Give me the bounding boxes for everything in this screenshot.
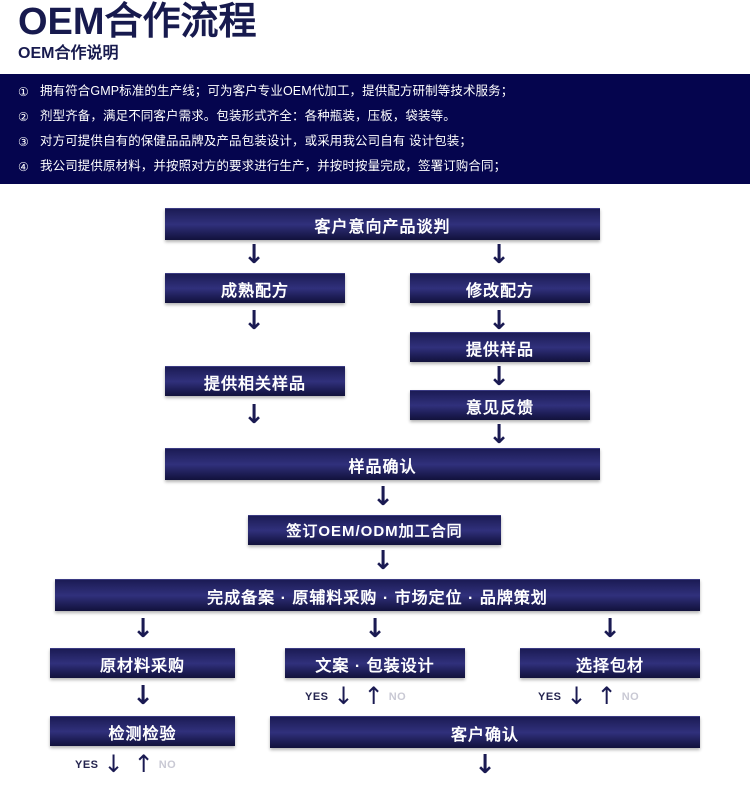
yes-label: YES — [75, 759, 99, 771]
description-item: ② 剂型齐备，满足不同客户需求。包装形式齐全：各种瓶装，压板，袋装等。 — [0, 107, 750, 132]
flow-node-sample-confirm[interactable]: 样品确认 — [165, 448, 600, 480]
arrow-down-icon: ↓ — [243, 306, 265, 336]
list-number-icon: ③ — [18, 135, 29, 149]
flow-node-modify-formula[interactable]: 修改配方 — [410, 273, 590, 303]
arrow-down-icon: ↓ — [364, 614, 386, 644]
arrow-up-icon: ↑ — [363, 682, 384, 710]
page-header: OEM合作流程 OEM合作说明 — [0, 0, 750, 72]
arrow-down-icon: ↓ — [372, 482, 394, 512]
description-item-text: 我公司提供原材料，并按照对方的要求进行生产，并按时按量完成，签署订购合同； — [40, 159, 507, 173]
flow-node-negotiation[interactable]: 客户意向产品谈判 — [165, 208, 600, 240]
description-item: ③ 对方可提供自有的保健品品牌及产品包装设计，或采用我公司自有 设计包装； — [0, 132, 750, 157]
arrow-up-icon: ↑ — [596, 682, 617, 710]
flow-node-raw-material-purchase[interactable]: 原材料采购 — [50, 648, 235, 678]
flow-node-provide-related-sample[interactable]: 提供相关样品 — [165, 366, 345, 396]
description-item: ① 拥有符合GMP标准的生产线；可为客户专业OEM代加工，提供配方研制等技术服务… — [0, 82, 750, 107]
arrow-down-icon: ↓ — [103, 750, 124, 778]
flow-node-inspection[interactable]: 检测检验 — [50, 716, 235, 746]
arrow-down-icon: ↓ — [488, 420, 510, 450]
flow-node-provide-sample[interactable]: 提供样品 — [410, 332, 590, 362]
description-item-text: 剂型齐备，满足不同客户需求。包装形式齐全：各种瓶装，压板，袋装等。 — [40, 109, 456, 123]
arrow-down-icon: ↓ — [372, 546, 394, 576]
arrow-down-icon: ↓ — [474, 750, 496, 780]
flow-node-sign-contract[interactable]: 签订OEM/ODM加工合同 — [248, 515, 501, 545]
description-item-text: 拥有符合GMP标准的生产线；可为客户专业OEM代加工，提供配方研制等技术服务； — [40, 84, 514, 98]
arrow-down-icon: ↓ — [243, 400, 265, 430]
flow-node-select-packaging[interactable]: 选择包材 — [520, 648, 700, 678]
list-number-icon: ① — [18, 85, 29, 99]
flow-node-feedback[interactable]: 意见反馈 — [410, 390, 590, 420]
arrow-down-icon: ↓ — [488, 362, 510, 392]
yes-label: YES — [305, 691, 329, 703]
flow-node-filing-row[interactable]: 完成备案 · 原辅料采购 · 市场定位 · 品牌策划 — [55, 579, 700, 611]
arrow-down-icon: ↓ — [243, 240, 265, 270]
no-label: NO — [388, 691, 407, 703]
oem-description-panel: ① 拥有符合GMP标准的生产线；可为客户专业OEM代加工，提供配方研制等技术服务… — [0, 74, 750, 184]
flow-node-customer-confirm[interactable]: 客户确认 — [270, 716, 700, 748]
arrow-down-icon: ↓ — [132, 681, 154, 711]
yes-no-decision-inspection: YES ↓ ↑ NO — [75, 752, 176, 778]
yes-no-decision-copy-design: YES ↓ ↑ NO — [305, 684, 406, 710]
arrow-down-icon: ↓ — [566, 682, 587, 710]
list-number-icon: ④ — [18, 160, 29, 174]
page-title: OEM合作流程 — [18, 1, 257, 43]
oem-process-flowchart: 客户意向产品谈判 ↓ ↓ 成熟配方 修改配方 ↓ ↓ 提供样品 提供相关样品 ↓… — [0, 184, 750, 800]
page-subtitle: OEM合作说明 — [18, 45, 119, 62]
arrow-down-icon: ↓ — [599, 614, 621, 644]
arrow-down-icon: ↓ — [488, 240, 510, 270]
description-item: ④ 我公司提供原材料，并按照对方的要求进行生产，并按时按量完成，签署订购合同； — [0, 157, 750, 182]
arrow-down-icon: ↓ — [333, 682, 354, 710]
description-item-text: 对方可提供自有的保健品品牌及产品包装设计，或采用我公司自有 设计包装； — [40, 134, 472, 148]
flow-node-mature-formula[interactable]: 成熟配方 — [165, 273, 345, 303]
yes-no-decision-select-packaging: YES ↓ ↑ NO — [538, 684, 639, 710]
arrow-up-icon: ↑ — [133, 750, 154, 778]
no-label: NO — [621, 691, 640, 703]
flow-node-copy-package-design[interactable]: 文案 · 包装设计 — [285, 648, 465, 678]
arrow-down-icon: ↓ — [132, 614, 154, 644]
no-label: NO — [158, 759, 177, 771]
list-number-icon: ② — [18, 110, 29, 124]
yes-label: YES — [538, 691, 562, 703]
arrow-down-icon: ↓ — [488, 306, 510, 336]
